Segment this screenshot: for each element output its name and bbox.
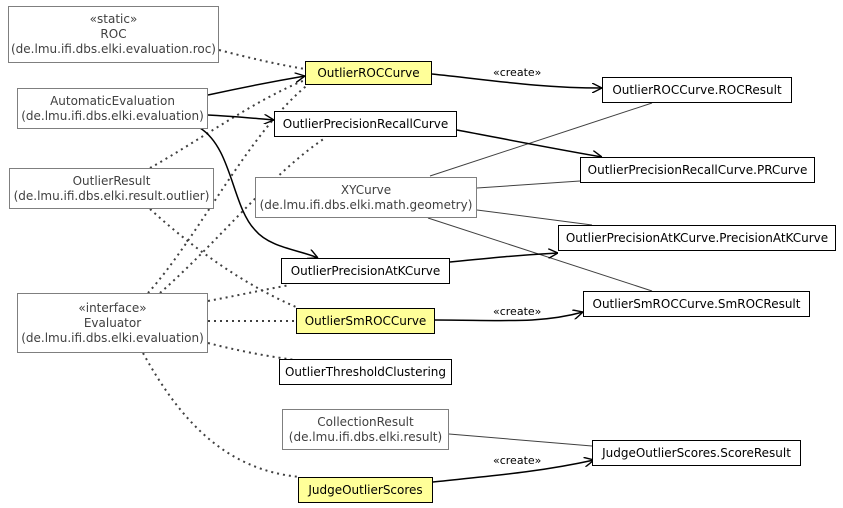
edge-roccurve-rocresult xyxy=(431,73,602,88)
edge-collection-scoreresult xyxy=(448,433,593,447)
node-roc-result[interactable]: OutlierROCCurve.ROCResult xyxy=(602,77,792,103)
edge-precisionrecall-prcurve xyxy=(456,129,602,157)
outlier-sm-roc-curve-name: OutlierSmROCCurve xyxy=(304,313,427,328)
node-collection-result[interactable]: CollectionResult (de.lmu.ifi.dbs.elki.re… xyxy=(282,409,449,450)
outlier-roc-curve-name: OutlierROCCurve xyxy=(317,65,420,80)
edge-xycurve-prcurve xyxy=(476,180,581,189)
outlier-threshold-clustering-name: OutlierThresholdClustering xyxy=(284,364,447,379)
node-automatic-evaluation[interactable]: AutomaticEvaluation (de.lmu.ifi.dbs.elki… xyxy=(17,88,208,129)
roc-name: ROC xyxy=(100,27,127,41)
node-judge-outlier-scores[interactable]: JudgeOutlierScores xyxy=(298,477,433,503)
automatic-evaluation-package: (de.lmu.ifi.dbs.elki.evaluation) xyxy=(21,108,204,123)
edge-precisionatk-precisionatkcurve xyxy=(449,253,558,263)
edge-judge-scoreresult xyxy=(432,460,594,483)
score-result-name: JudgeOutlierScores.ScoreResult xyxy=(602,445,791,460)
node-outlier-sm-roc-curve[interactable]: OutlierSmROCCurve xyxy=(296,308,435,334)
outlier-precision-at-k-curve-name: OutlierPrecisionAtKCurve xyxy=(290,263,441,278)
create-label-roc: «create» xyxy=(493,66,542,79)
node-outlier-precision-at-k-curve[interactable]: OutlierPrecisionAtKCurve xyxy=(281,258,450,284)
outlier-result-name: OutlierResult xyxy=(72,173,151,188)
roc-package: (de.lmu.ifi.dbs.elki.evaluation.roc) xyxy=(11,42,216,56)
node-sm-roc-result[interactable]: OutlierSmROCCurve.SmROCResult xyxy=(583,291,810,317)
node-precision-at-k-curve[interactable]: OutlierPrecisionAtKCurve.PrecisionAtKCur… xyxy=(558,225,836,251)
judge-outlier-scores-name: JudgeOutlierScores xyxy=(308,482,423,497)
node-outlier-threshold-clustering[interactable]: OutlierThresholdClustering xyxy=(279,359,452,385)
evaluator-package: (de.lmu.ifi.dbs.elki.evaluation) xyxy=(21,330,204,345)
node-outlier-precision-recall-curve[interactable]: OutlierPrecisionRecallCurve xyxy=(274,111,457,137)
node-outlier-roc-curve[interactable]: OutlierROCCurve xyxy=(305,61,432,85)
edge-evaluator-judgeoutlierscores xyxy=(142,352,301,478)
node-pr-curve[interactable]: OutlierPrecisionRecallCurve.PRCurve xyxy=(580,157,815,183)
collection-result-name: CollectionResult xyxy=(317,414,414,429)
edge-automatic-precisionatk xyxy=(199,127,318,258)
sm-roc-result-name: OutlierSmROCCurve.SmROCResult xyxy=(592,296,801,311)
node-xy-curve[interactable]: XYCurve (de.lmu.ifi.dbs.elki.math.geomet… xyxy=(255,177,477,218)
edge-smroccurve-smrocresult xyxy=(434,312,583,322)
node-evaluator[interactable]: «interface» Evaluator (de.lmu.ifi.dbs.el… xyxy=(17,293,208,353)
create-label-smroc: «create» xyxy=(493,305,542,318)
edge-outlierresult-outlierroccurve xyxy=(149,79,306,169)
roc-stereotype: «static» xyxy=(89,12,138,26)
edge-roc-outlierroccurve xyxy=(218,49,306,70)
xy-curve-name: XYCurve xyxy=(340,182,392,197)
node-roc[interactable]: «static» ROC (de.lmu.ifi.dbs.elki.evalua… xyxy=(8,6,219,63)
edge-outlierresult-smroccurve xyxy=(149,208,297,308)
roc-result-name: OutlierROCCurve.ROCResult xyxy=(612,82,782,97)
edge-automatic-precisionrecall xyxy=(207,115,274,120)
xy-curve-package: (de.lmu.ifi.dbs.elki.math.geometry) xyxy=(259,197,473,212)
edge-evaluator-thresholdclustering xyxy=(207,342,296,361)
edge-xycurve-rocresult xyxy=(429,102,653,177)
pr-curve-name: OutlierPrecisionRecallCurve.PRCurve xyxy=(587,162,808,177)
evaluator-stereotype: «interface» xyxy=(78,300,147,315)
edge-xycurve-precisionatk xyxy=(476,209,593,226)
edge-automatic-outlierroccurve xyxy=(207,76,305,96)
outlier-result-package: (de.lmu.ifi.dbs.elki.result.outlier) xyxy=(13,188,210,203)
node-score-result[interactable]: JudgeOutlierScores.ScoreResult xyxy=(592,440,801,466)
create-label-judge: «create» xyxy=(493,454,542,467)
node-outlier-result[interactable]: OutlierResult (de.lmu.ifi.dbs.elki.resul… xyxy=(9,168,214,209)
automatic-evaluation-name: AutomaticEvaluation xyxy=(50,93,175,108)
evaluator-name: Evaluator xyxy=(83,315,142,330)
outlier-precision-recall-curve-name: OutlierPrecisionRecallCurve xyxy=(282,116,449,131)
edge-evaluator-precisionrecall xyxy=(159,137,326,294)
collection-result-package: (de.lmu.ifi.dbs.elki.result) xyxy=(288,429,443,444)
edge-evaluator-outlierroccurve xyxy=(147,82,311,294)
precision-at-k-curve-name: OutlierPrecisionAtKCurve.PrecisionAtKCur… xyxy=(565,230,829,245)
